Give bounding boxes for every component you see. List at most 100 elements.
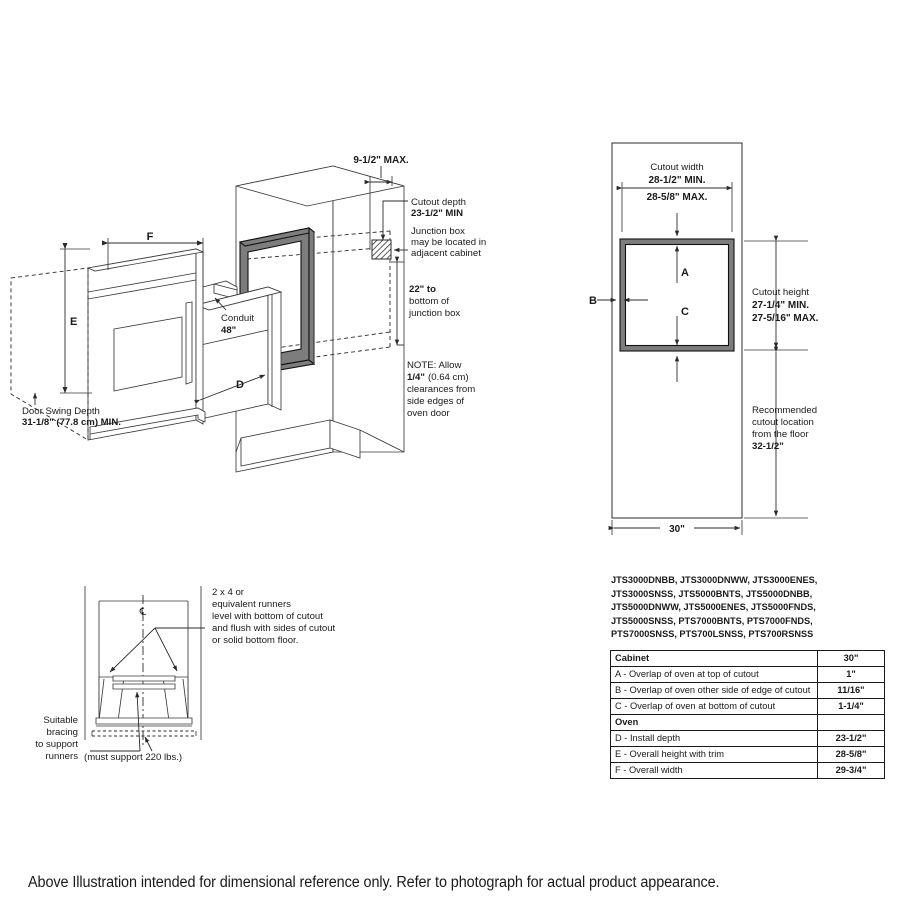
cutout-height-max: 27-5/16" MAX.	[752, 313, 819, 324]
dimension-f: F	[101, 231, 204, 300]
runners-note-line5: or solid bottom floor.	[212, 635, 298, 646]
table-cell-value: 30"	[817, 650, 885, 667]
location-line4: 32-1/2"	[752, 441, 784, 452]
cutout-width-dimension: Cutout width 28-1/2" MIN. 28-5/8" MAX.	[616, 162, 733, 232]
junction-box-line3: adjacent cabinet	[411, 248, 481, 259]
junction-height-line3: junction box	[408, 308, 460, 319]
table-cell-value: 11/16"	[817, 682, 885, 699]
junction-height-line2: bottom of	[409, 296, 449, 307]
page-caption: Above Illustration intended for dimensio…	[28, 874, 720, 891]
cutout-width-max: 28-5/8" MAX.	[647, 192, 708, 203]
table-cell-value: 23-1/2"	[817, 730, 885, 747]
cutout-depth-callout: Cutout depth 23-1/2" MIN	[380, 197, 466, 241]
marker-c-label: C	[681, 306, 689, 318]
cutout-depth-line2: 23-1/2" MIN	[411, 208, 463, 219]
conduit-value: 48"	[221, 325, 236, 336]
conduit-callout: Conduit 48"	[214, 297, 254, 336]
marker-c-dimension: C	[674, 306, 689, 382]
marker-a-label: A	[681, 267, 689, 279]
junction-box-line1: Junction box	[411, 226, 465, 237]
bracing-line3: to support	[35, 739, 78, 750]
marker-b-dimension: B	[589, 295, 648, 307]
table-cell-label: F - Overall width	[610, 762, 818, 779]
max-protrusion-dimension: 9-1/2" MAX.	[353, 155, 409, 250]
runners-note-line2: equivalent runners	[212, 599, 291, 610]
conduit-label: Conduit	[221, 313, 254, 324]
bracing-line4: runners	[45, 751, 78, 762]
table-cell-value: 29-3/4"	[817, 762, 885, 779]
support-weight-note: (must support 220 lbs.)	[84, 752, 182, 763]
cabinet-width-dimension: 30"	[608, 520, 743, 535]
model-number-list: JTS3000DNBB, JTS3000DNWW, JTS3000ENES, JT…	[611, 574, 891, 642]
runners-note-line1: 2 x 4 or	[212, 587, 245, 598]
cutout-elevation-diagram: Cutout width 28-1/2" MIN. 28-5/8" MAX. A…	[589, 142, 819, 535]
table-cell-value: 1-1/4"	[817, 698, 885, 715]
runners-note-line4: and flush with sides of cutout	[212, 623, 336, 634]
cutout-width-min: 28-1/2" MIN.	[649, 175, 706, 186]
table-cell-label: B - Overlap of oven other side of edge o…	[610, 682, 818, 699]
table-cell-label: C - Overlap of oven at bottom of cutout	[610, 698, 818, 715]
table-cell-label: D - Install depth	[610, 730, 818, 747]
location-line1: Recommended	[752, 405, 817, 416]
runners-note: 2 x 4 or equivalent runners level with b…	[212, 587, 336, 646]
junction-box-line2: may be located in	[411, 237, 486, 248]
junction-height-line1: 22" to	[409, 284, 436, 295]
table-row: Oven	[610, 714, 885, 731]
model-line: PTS7000SNSS, PTS700LSNSS, PTS700RSNSS	[611, 629, 814, 640]
clearance-note: NOTE: Allow 1/4" (0.64 cm) clearances fr…	[407, 360, 475, 419]
model-line: JTS5000DNWW, JTS5000ENES, JTS5000FNDS,	[611, 602, 816, 613]
door-swing-line2: 31-1/8" (77.8 cm) MIN.	[22, 417, 121, 428]
junction-box: Junction box may be located in adjacent …	[371, 226, 486, 260]
note-line4: side edges of	[407, 396, 464, 407]
model-line: JTS5000SNSS, PTS7000BNTS, PTS7000FNDS,	[611, 615, 813, 626]
dim-d-label: D	[236, 379, 244, 391]
dim-f-label: F	[147, 231, 154, 243]
junction-box-height-dimension: 22" to bottom of junction box	[391, 256, 460, 346]
centerline-symbol: ℄	[139, 607, 147, 618]
cutout-depth-line1: Cutout depth	[411, 197, 466, 208]
marker-b-label: B	[589, 295, 597, 307]
table-cell-value	[817, 714, 885, 731]
note-line5: oven door	[407, 408, 450, 419]
door-swing-outline	[10, 267, 89, 441]
table-cell-label: E - Overall height with trim	[610, 746, 818, 763]
cabinet-width-label: 30"	[669, 524, 685, 535]
table-cell-value: 1"	[817, 666, 885, 683]
note-line1: NOTE: Allow	[407, 360, 461, 371]
location-line3: from the floor	[752, 429, 809, 440]
table-cell-label: Oven	[610, 714, 818, 731]
model-line: JTS3000DNBB, JTS3000DNWW, JTS3000ENES,	[611, 575, 818, 585]
marker-a-dimension: A	[674, 213, 689, 283]
oven-door	[86, 248, 206, 441]
bracing-note: Suitable bracing to support runners	[35, 715, 78, 762]
runners-note-line3: level with bottom of cutout	[212, 611, 323, 622]
cutout-height-label: Cutout height	[752, 287, 809, 298]
dimension-d: D	[194, 374, 266, 404]
table-row: B - Overlap of oven other side of edge o…	[610, 682, 885, 699]
cutout-height-min: 27-1/4" MIN.	[752, 300, 809, 311]
table-cell-label: A - Overlap of oven at top of cutout	[610, 666, 818, 683]
note-line2a: 1/4"	[407, 372, 425, 383]
table-cell-value: 28-5/8"	[817, 746, 885, 763]
door-swing-line1: Door Swing Depth	[22, 406, 100, 417]
bracing-line2: bracing	[47, 727, 78, 738]
table-cell-label: Cabinet	[610, 650, 818, 667]
note-line2b: (0.64 cm)	[428, 372, 469, 383]
model-line: JTS3000SNSS, JTS5000BNTS, JTS5000DNBB,	[611, 588, 813, 599]
dimension-e: E	[60, 242, 92, 394]
location-line2: cutout location	[752, 417, 814, 428]
bracing-leaders	[90, 691, 153, 752]
note-line3: clearances from	[407, 384, 475, 395]
bracing-line1: Suitable	[43, 715, 78, 726]
cutout-width-label: Cutout width	[650, 162, 703, 173]
runners-diagram: ℄ 2 x 4 or equivalent r	[35, 586, 336, 763]
